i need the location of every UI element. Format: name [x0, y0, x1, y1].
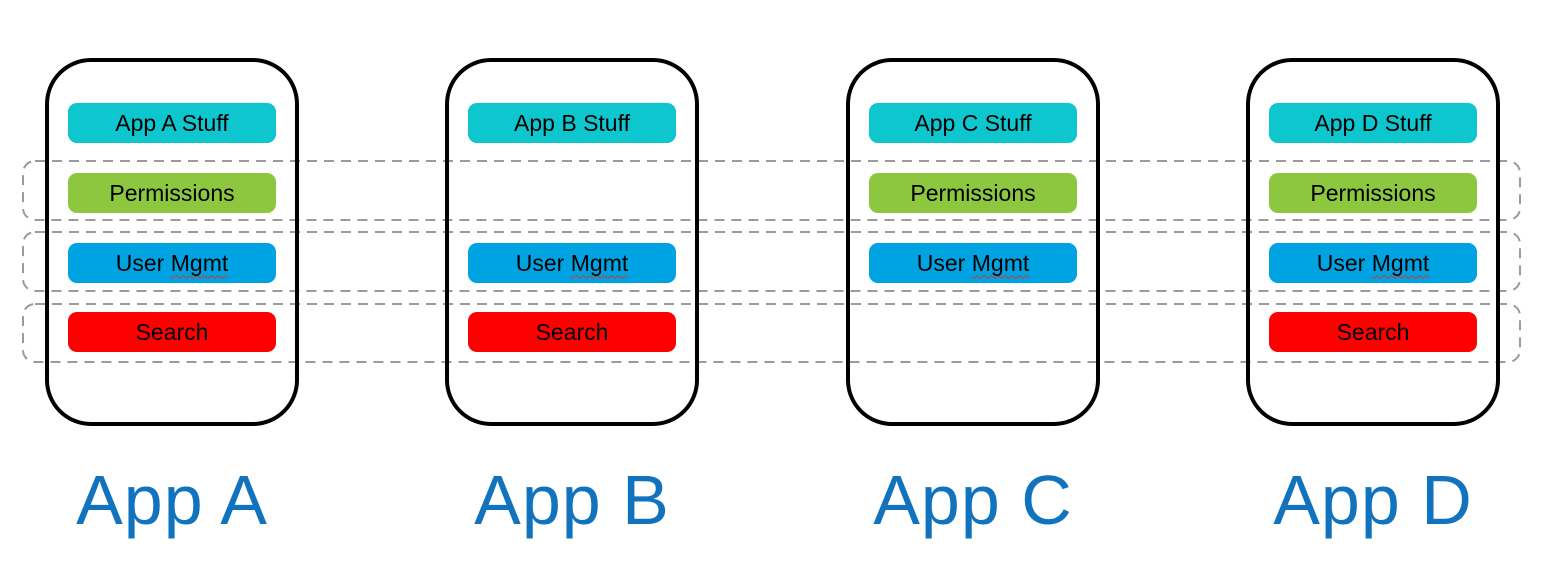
app-b-stuff-box: App B Stuff	[468, 103, 676, 143]
app-a-permissions-box: Permissions	[68, 173, 276, 213]
app-c-label: App C	[873, 461, 1073, 539]
app-c-permissions-box: Permissions	[869, 173, 1077, 213]
user-mgmt-label-word2: Mgmt	[570, 249, 629, 276]
search-band	[22, 303, 1521, 363]
permissions-label: Permissions	[910, 179, 1036, 206]
app-d-label: App D	[1273, 461, 1473, 539]
search-label: Search	[135, 318, 209, 345]
app-d-user-mgmt-box: User Mgmt	[1269, 243, 1477, 283]
app-a-search-box: Search	[68, 312, 276, 352]
search-label: Search	[1336, 318, 1410, 345]
app-d-container: App D Stuff Permissions User Mgmt Search	[1246, 58, 1500, 426]
app-d-stuff-label: App D Stuff	[1314, 109, 1432, 136]
user-mgmt-label-word1: User	[1316, 249, 1366, 276]
user-mgmt-label-word1: User	[115, 249, 165, 276]
search-label: Search	[535, 318, 609, 345]
app-b-stuff-label: App B Stuff	[514, 109, 630, 136]
app-b-container: App B Stuff Permissions User Mgmt Search	[445, 58, 699, 426]
app-a-container: App A Stuff Permissions User Mgmt Search	[45, 58, 299, 426]
app-a-user-mgmt-box: User Mgmt	[68, 243, 276, 283]
app-d-permissions-box: Permissions	[1269, 173, 1477, 213]
user-mgmt-label-word2: Mgmt	[1371, 249, 1430, 276]
app-c-stuff-box: App C Stuff	[869, 103, 1077, 143]
app-b-label: App B	[474, 461, 670, 539]
app-a-stuff-box: App A Stuff	[68, 103, 276, 143]
user-mgmt-label-word2: Mgmt	[971, 249, 1030, 276]
app-a-stuff-label: App A Stuff	[115, 109, 229, 136]
app-c-stuff-label: App C Stuff	[914, 109, 1032, 136]
user-mgmt-label-word2: Mgmt	[170, 249, 229, 276]
app-b-search-box: Search	[468, 312, 676, 352]
app-b-user-mgmt-box: User Mgmt	[468, 243, 676, 283]
app-d-search-box: Search	[1269, 312, 1477, 352]
user-mgmt-label-word1: User	[916, 249, 966, 276]
app-c-user-mgmt-box: User Mgmt	[869, 243, 1077, 283]
permissions-band	[22, 160, 1521, 221]
permissions-label: Permissions	[1310, 179, 1436, 206]
user-mgmt-band	[22, 231, 1521, 292]
app-c-container: App C Stuff Permissions User Mgmt Search	[846, 58, 1100, 426]
user-mgmt-label-word1: User	[515, 249, 565, 276]
app-d-stuff-box: App D Stuff	[1269, 103, 1477, 143]
app-a-label: App A	[76, 461, 268, 539]
permissions-label: Permissions	[109, 179, 235, 206]
